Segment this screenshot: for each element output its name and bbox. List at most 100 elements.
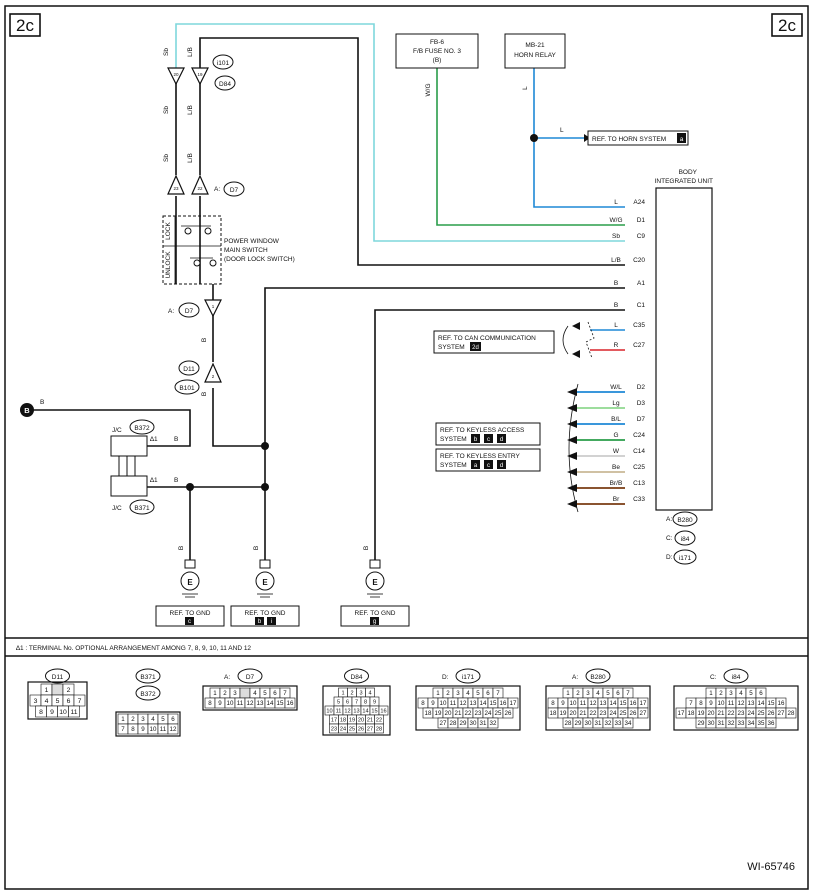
bcm-wire-label-11: G (613, 432, 618, 439)
wire-label-lb-1: L/B (187, 47, 194, 57)
conn-view-pin: 11 (728, 700, 735, 707)
wire-label-jc-top: B (174, 436, 178, 443)
ke-badge-1-box (471, 460, 480, 469)
conn-view-pin: 28 (788, 710, 795, 717)
fuse-fb6-id: FB-6 (430, 39, 444, 46)
conn-view-pin: 35 (758, 720, 765, 727)
conn-view-pin: 5 (56, 698, 60, 705)
conn-view-pin: 6 (759, 690, 763, 697)
conn-view-pin: 28 (450, 720, 457, 727)
fuse-fb6-name: F/B FUSE NO. 3 (413, 48, 461, 55)
jc-star-top: ∆1 (150, 436, 158, 443)
conn-i101-oval (212, 54, 234, 70)
conn-view-cell (765, 717, 777, 729)
pin-a2: 2 (212, 374, 215, 379)
conn-view-pin: 20 (358, 717, 364, 723)
footnote: ∆1 : TERMINAL No. OPTIONAL ARRANGEMENT A… (16, 645, 251, 652)
conn-view-oval-1 (135, 668, 161, 684)
conn-tri-d7-pin1 (204, 299, 222, 318)
wire-label-wg-top: W/G (425, 84, 432, 97)
ground-2-ref-box (230, 605, 300, 627)
conn-view-pin: 12 (247, 700, 254, 707)
ground-1-ref-box (155, 605, 225, 627)
conn-view-pin: 3 (586, 690, 590, 697)
conn-view-pin: 8 (699, 700, 703, 707)
horn-relay-name: HORN RELAY (514, 52, 556, 59)
fuse-fb6-box (395, 33, 479, 69)
switch-name-3: (DOOR LOCK SWITCH) (224, 256, 295, 263)
conn-view-pin: 30 (470, 720, 477, 727)
conn-view-pin: 12 (344, 708, 350, 714)
switch-contact-3 (193, 259, 201, 267)
conn-view-pin: 11 (237, 700, 244, 707)
conn-view-pin: 21 (455, 710, 462, 717)
conn-view-pin: 8 (551, 700, 555, 707)
conn-tri-lb-top (191, 67, 209, 86)
conn-d11-oval (178, 360, 200, 376)
ground-3-e: E (372, 578, 378, 587)
wire-label-sb-2: Sb (163, 106, 170, 114)
wire-l-horn (533, 68, 625, 208)
ground-3-terminal (369, 559, 381, 569)
conn-view-pin: 10 (227, 700, 234, 707)
ground-2-ref: REF. TO GND (245, 610, 286, 617)
conn-view-pin: 24 (485, 710, 492, 717)
conn-view-pin: 19 (435, 710, 442, 717)
conn-view-pin: 7 (283, 690, 287, 697)
ground-2-symbol (255, 571, 275, 591)
conn-view-pin: 1 (341, 690, 344, 696)
conn-d84: D84 (219, 81, 231, 88)
can-badge: 2d (472, 345, 479, 351)
conn-view-pin: 2 (131, 716, 135, 723)
bcm-pin-D1: D1 (637, 217, 646, 224)
conn-view-pin: 1 (436, 690, 440, 697)
conn-view-cell (51, 683, 64, 696)
conn-view-cell (68, 705, 80, 718)
conn-view-pin: 17 (331, 717, 337, 723)
conn-view-pin: 4 (596, 690, 600, 697)
conn-view-pin: 27 (640, 710, 647, 717)
conn-view-pin: 31 (595, 720, 602, 727)
conn-view-pin: 3 (233, 690, 237, 697)
keyless-arrow-7 (567, 500, 577, 508)
corner-tag-left-box (9, 13, 41, 37)
ground-1-ref: REF. TO GND (170, 610, 211, 617)
conn-d7-oval-2 (178, 302, 200, 318)
fuse-fb6-sub: (B) (433, 57, 442, 64)
conn-view-cell (785, 707, 797, 719)
can-badge-box (470, 342, 481, 351)
conn-view-pin: 16 (500, 700, 507, 707)
conn-view-pin: 34 (625, 720, 632, 727)
bcm-title-1: BODY (679, 169, 698, 176)
conn-view-pin: 15 (620, 700, 627, 707)
conn-view-pin: 15 (371, 708, 377, 714)
ground-2: B E REF. TO GND b i (230, 546, 300, 627)
conn-b371-oval (129, 499, 155, 515)
conn-view-pin: 18 (340, 717, 346, 723)
conn-view-pin: 11 (160, 726, 167, 733)
conn-view-pin: 8 (421, 700, 425, 707)
ground-2-badge-1-box (255, 617, 264, 625)
conn-view-housing-3 (322, 685, 391, 736)
conn-view-pin: 27 (440, 720, 447, 727)
conn-view-pin: 3 (34, 698, 38, 705)
conn-view-pin: 16 (778, 700, 785, 707)
conn-view-pin: 28 (376, 726, 382, 732)
bcm-pin-C20: C20 (633, 257, 645, 264)
conn-view-pin: 20 (570, 710, 577, 717)
conn-view-pin: 1 (566, 690, 570, 697)
conn-view-pin: 29 (698, 720, 705, 727)
conn-view-pin: 8 (208, 700, 212, 707)
bcm-conn-c: i84 (681, 536, 690, 543)
conn-view-pin: 25 (495, 710, 502, 717)
conn-view-pin: 7 (689, 700, 693, 707)
conn-view-pin: 4 (253, 690, 257, 697)
conn-view-pin: 23 (738, 710, 745, 717)
horn-ref-badge: a (680, 136, 684, 143)
bcm-title-2: INTEGRATED UNIT (655, 178, 713, 185)
conn-view-pin: 10 (718, 700, 725, 707)
bcm-pin-C25: C25 (633, 464, 645, 471)
conn-view-pin: 1 (213, 690, 217, 697)
